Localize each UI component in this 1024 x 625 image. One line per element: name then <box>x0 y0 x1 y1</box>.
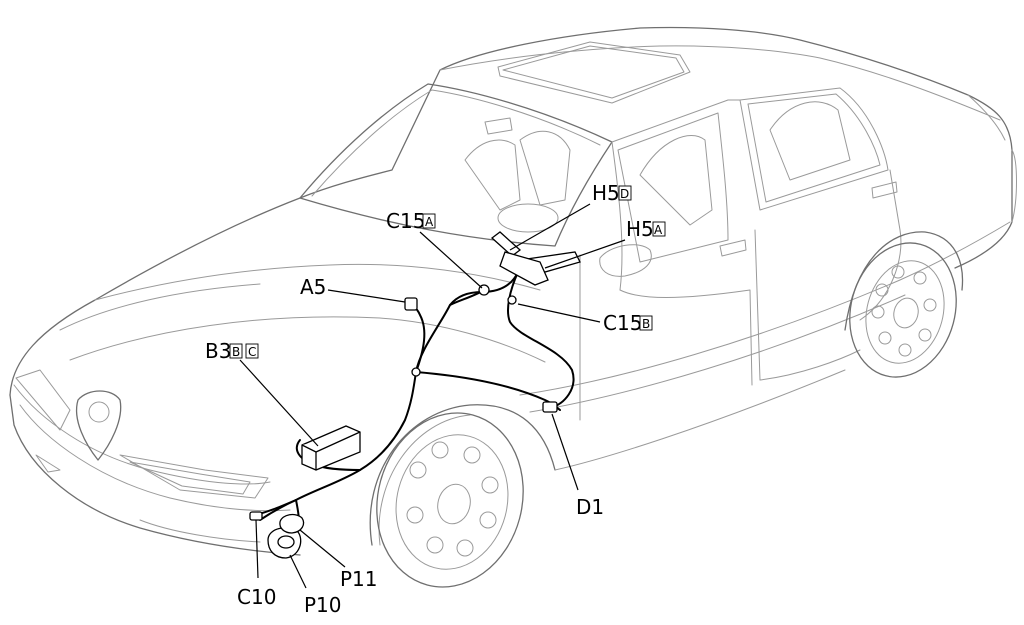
components <box>249 231 581 559</box>
label-b3-tag-c: C <box>248 345 256 359</box>
label-h5a: H5 <box>626 217 654 241</box>
car-body <box>9 26 1017 588</box>
label-h5a-tag: A <box>654 223 663 237</box>
label-c15a-tag: A <box>425 215 434 229</box>
label-b3: B3 <box>205 339 231 363</box>
a5-connector <box>404 297 418 311</box>
label-h5d-tag: D <box>620 187 629 201</box>
label-c15b: C15 <box>603 311 642 335</box>
label-a5: A5 <box>300 275 326 299</box>
d1-connector <box>542 401 558 413</box>
label-b3-tag-b: B <box>232 345 240 359</box>
h5d-switch <box>490 231 522 257</box>
c15b-connector <box>507 295 517 305</box>
label-c10: C10 <box>237 585 276 609</box>
c10-connector <box>249 511 263 521</box>
branch-to-instrument <box>415 371 561 411</box>
harness-grommet <box>411 367 421 377</box>
label-h5d: H5 <box>592 181 620 205</box>
label-c15a: C15 <box>386 209 425 233</box>
label-c15b-tag: B <box>642 317 650 331</box>
p11-horn <box>279 513 305 534</box>
leader-lines <box>239 203 626 589</box>
label-p10: P10 <box>304 593 342 617</box>
labels: A5 B3 B C C15 A H5 D H5 A C15 B D1 C10 P… <box>205 181 666 617</box>
label-p11: P11 <box>340 567 378 591</box>
label-d1: D1 <box>576 495 604 519</box>
